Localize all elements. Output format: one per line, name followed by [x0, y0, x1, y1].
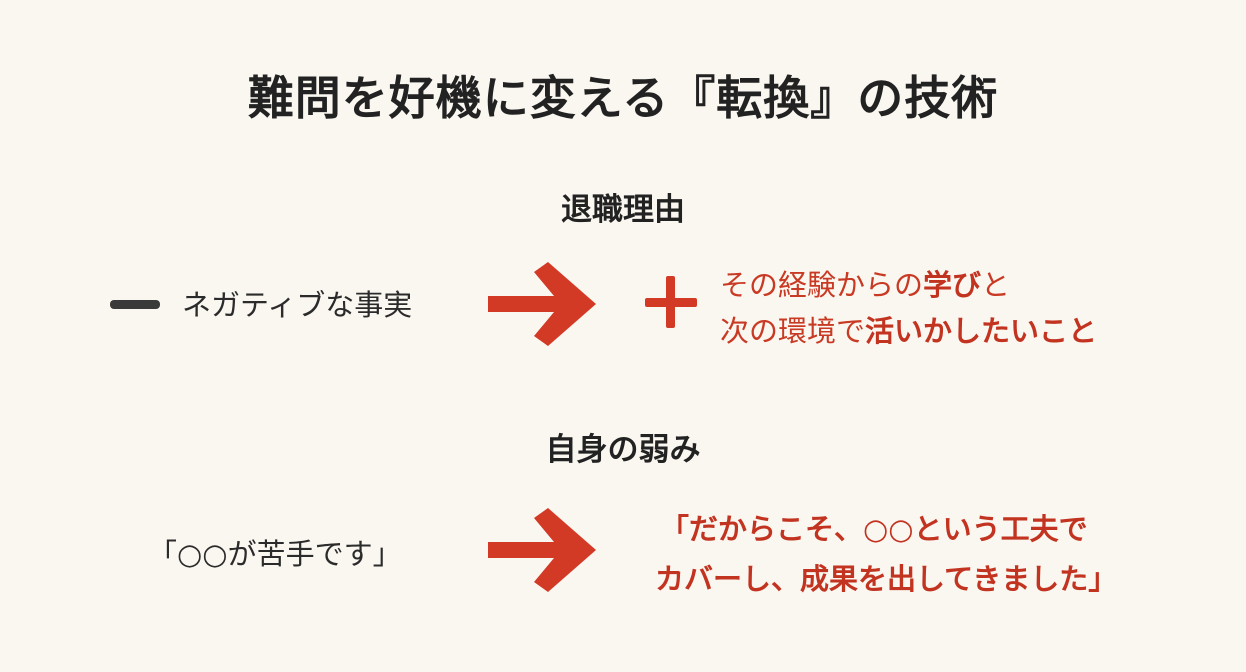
section-heading-weakness: 自身の弱み — [545, 432, 701, 468]
positive-line-1-tail: と — [981, 268, 1011, 302]
minus-icon — [110, 300, 160, 309]
arrow-right-icon — [488, 508, 596, 592]
positive-line-2: 次の環境で活いかしたいこと — [720, 308, 1097, 354]
positive-line-1: その経験からの学びと — [720, 262, 1097, 308]
weakness-reframe-text: 「だからこそ、○○という工夫で カバーし、成果を出してきました」 — [0, 504, 1246, 604]
page-title: 難問を好機に変える『転換』の技術 — [247, 71, 999, 125]
reframe-line-1: 「だからこそ、○○という工夫で — [660, 512, 1088, 546]
positive-line-2-plain: 次の環境で — [720, 314, 866, 348]
section-heading-resignation: 退職理由 — [561, 192, 685, 228]
positive-line-2-bold: 活いかしたいこと — [865, 314, 1098, 348]
negative-fact-label: ネガティブな事実 — [182, 288, 413, 322]
positive-line-1-bold: 学び — [923, 268, 982, 302]
plus-icon — [645, 276, 697, 328]
positive-reframe-text: その経験からの学びと 次の環境で活いかしたいこと — [720, 262, 1097, 354]
weakness-quote: 「○○が苦手です」 — [148, 537, 402, 571]
arrow-right-icon — [488, 262, 596, 346]
reframe-line-2: カバーし、成果を出してきました」 — [655, 562, 1118, 596]
positive-line-1-plain: その経験からの — [720, 268, 924, 302]
